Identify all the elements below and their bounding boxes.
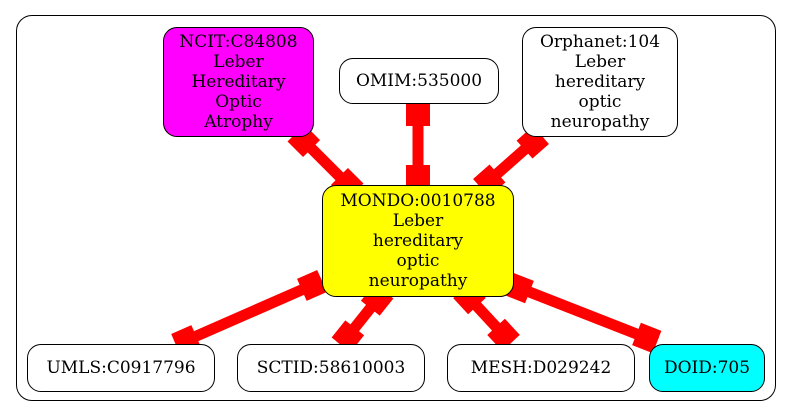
node-orphanet-label-line: neuropathy bbox=[550, 112, 650, 132]
edge-ncit-head-box bbox=[287, 124, 321, 158]
node-ncit-label-line: NCIT:C84808 bbox=[179, 32, 298, 52]
node-umls: UMLS:C0917796 bbox=[27, 344, 215, 392]
node-sctid: SCTID:58610003 bbox=[237, 344, 425, 392]
node-orphanet-label-line: hereditary bbox=[554, 72, 646, 92]
node-sctid-label-line: SCTID:58610003 bbox=[256, 358, 406, 378]
edge-omim-tail-box bbox=[406, 165, 430, 187]
edge-mesh-head-box bbox=[487, 318, 520, 352]
node-doid-label-line: DOID:705 bbox=[663, 358, 751, 378]
node-ncit-label-line: Atrophy bbox=[204, 112, 273, 132]
node-center-label-line: MONDO:0010788 bbox=[340, 191, 496, 211]
edge-doid-line bbox=[506, 278, 660, 348]
node-orphanet-label-line: optic bbox=[578, 92, 622, 112]
node-doid: DOID:705 bbox=[649, 344, 765, 392]
node-orphanet-label-line: Leber bbox=[574, 52, 626, 72]
node-center-label-line: hereditary bbox=[372, 231, 464, 251]
node-center-label-line: optic bbox=[396, 251, 440, 271]
node-ncit-label-line: Leber bbox=[213, 52, 264, 72]
node-umls-label-line: UMLS:C0917796 bbox=[46, 358, 196, 378]
node-mesh-label-line: MESH:D029242 bbox=[470, 358, 612, 378]
edge-umls-line bbox=[173, 275, 325, 351]
node-omim: OMIM:535000 bbox=[339, 58, 499, 104]
node-ncit-label-line: Optic bbox=[215, 92, 262, 112]
node-ncit-label-line: Hereditary bbox=[191, 72, 286, 92]
node-center-label-line: Leber bbox=[392, 211, 444, 231]
graph-frame bbox=[16, 15, 776, 401]
node-center-label-line: neuropathy bbox=[368, 271, 468, 291]
node-orphanet-label-line: Orphanet:104 bbox=[539, 32, 661, 52]
node-mesh: MESH:D029242 bbox=[447, 344, 635, 392]
edge-omim-head-box bbox=[406, 104, 430, 126]
edge-orphanet-head-box bbox=[516, 126, 549, 159]
node-omim-label-line: OMIM:535000 bbox=[355, 71, 483, 91]
edge-umls-tail-box bbox=[297, 270, 327, 301]
